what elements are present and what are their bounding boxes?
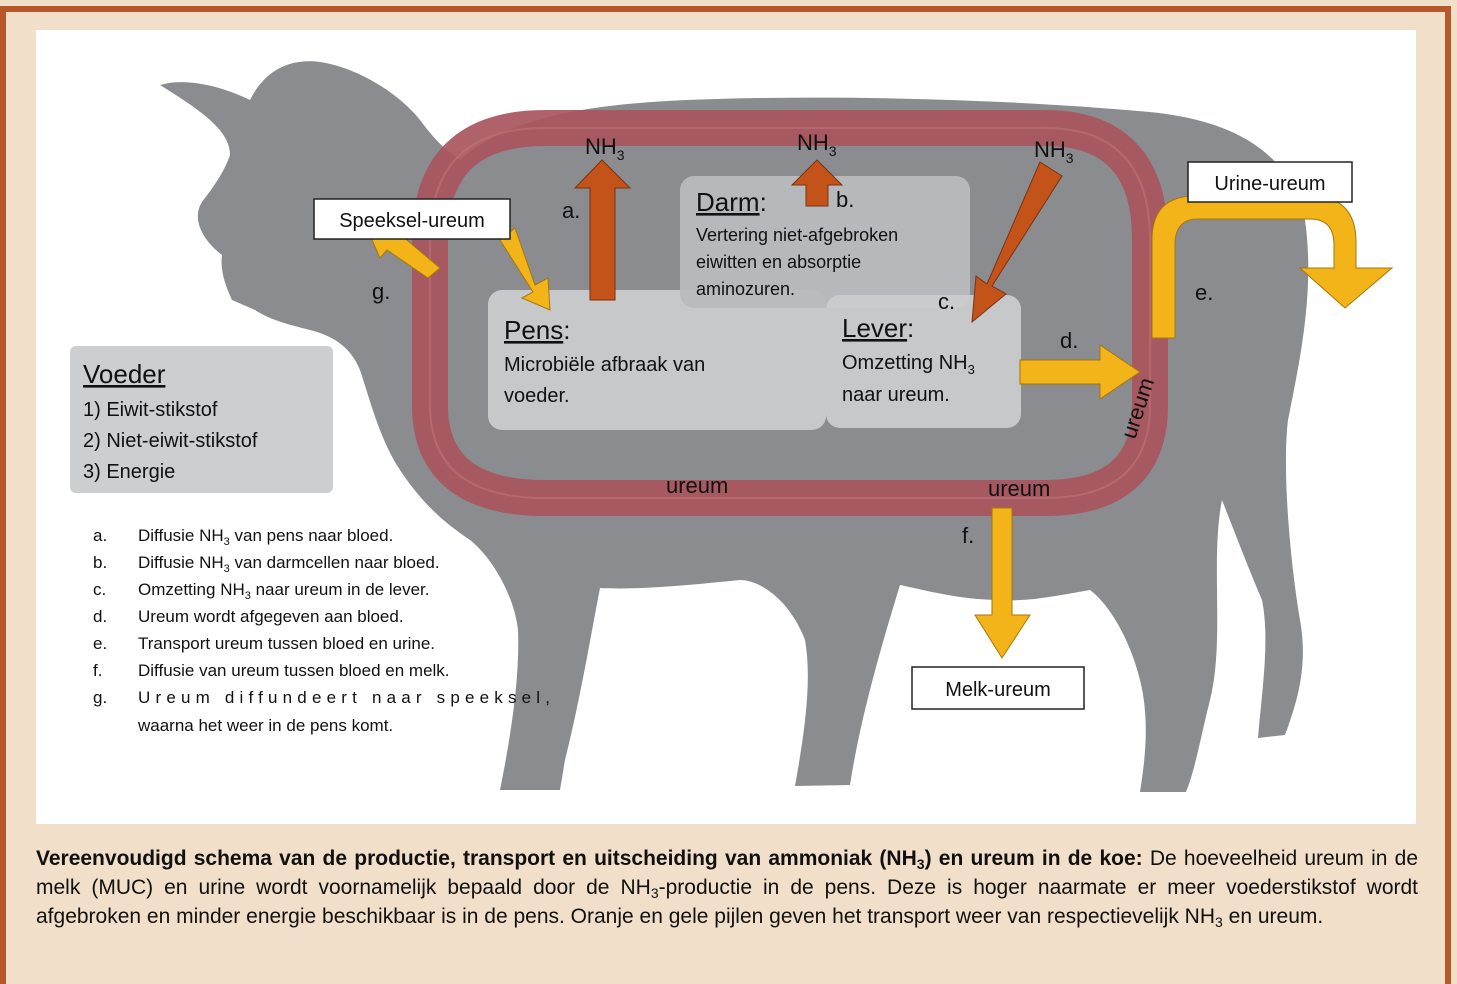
legend-item: waarna het weer in de pens komt. bbox=[137, 716, 393, 735]
letter-c: c. bbox=[938, 289, 955, 314]
svg-text:c.: c. bbox=[93, 580, 106, 599]
svg-text:Omzetting NH3 naar ureum in de: Omzetting NH3 naar ureum in de lever. bbox=[138, 580, 429, 602]
svg-text:Ureum diffundeert naar speekse: Ureum diffundeert naar speeksel, bbox=[138, 688, 550, 707]
svg-text:3) Energie: 3) Energie bbox=[83, 461, 175, 483]
urine-ureum-label: Urine-ureum bbox=[1188, 162, 1352, 202]
legend-item: d. Ureum wordt afgegeven aan bloed. bbox=[93, 607, 404, 626]
legend-item: f. Diffusie van ureum tussen bloed en me… bbox=[93, 661, 450, 680]
ureum-bottom-label: ureum bbox=[666, 473, 728, 498]
svg-text:f.: f. bbox=[93, 661, 102, 680]
legend-item: g. Ureum diffundeert naar speeksel, bbox=[93, 688, 550, 707]
svg-text:Voeder: Voeder bbox=[83, 359, 166, 389]
letter-f: f. bbox=[962, 523, 974, 548]
svg-text:Pens:: Pens: bbox=[504, 315, 571, 345]
svg-text:Vertering niet-afgebroken: Vertering niet-afgebroken bbox=[696, 225, 898, 245]
svg-text:Ureum wordt afgegeven aan bloe: Ureum wordt afgegeven aan bloed. bbox=[138, 607, 404, 626]
figure-caption: Vereenvoudigd schema van de productie, t… bbox=[36, 844, 1418, 931]
svg-text:Darm:: Darm: bbox=[696, 187, 767, 217]
svg-text:Diffusie van ureum tussen bloe: Diffusie van ureum tussen bloed en melk. bbox=[138, 661, 450, 680]
melk-ureum-label: Melk-ureum bbox=[912, 667, 1084, 709]
svg-text:aminozuren.: aminozuren. bbox=[696, 279, 795, 299]
svg-text:naar ureum.: naar ureum. bbox=[842, 384, 950, 406]
letter-e: e. bbox=[1195, 280, 1213, 305]
svg-text:Urine-ureum: Urine-ureum bbox=[1214, 173, 1325, 195]
svg-text:b.: b. bbox=[93, 553, 107, 572]
svg-text:eiwitten en absorptie: eiwitten en absorptie bbox=[696, 252, 861, 272]
svg-text:Microbiële afbraak van: Microbiële afbraak van bbox=[504, 354, 705, 376]
svg-text:voeder.: voeder. bbox=[504, 385, 570, 407]
svg-text:2) Niet-eiwit-stikstof: 2) Niet-eiwit-stikstof bbox=[83, 430, 258, 452]
letter-b: b. bbox=[836, 187, 854, 212]
svg-text:1) Eiwit-stikstof: 1) Eiwit-stikstof bbox=[83, 399, 218, 421]
svg-text:e.: e. bbox=[93, 634, 107, 653]
svg-text:Speeksel-ureum: Speeksel-ureum bbox=[339, 210, 485, 232]
letter-a: a. bbox=[562, 198, 580, 223]
legend: a. Diffusie NH3 van pens naar bloed. b. … bbox=[93, 526, 550, 735]
svg-text:Diffusie NH3 van darmcellen na: Diffusie NH3 van darmcellen naar bloed. bbox=[138, 553, 440, 575]
letter-g: g. bbox=[372, 279, 390, 304]
letter-d: d. bbox=[1060, 328, 1078, 353]
svg-text:waarna het weer in de pens kom: waarna het weer in de pens komt. bbox=[137, 716, 393, 735]
svg-text:Omzetting NH3: Omzetting NH3 bbox=[842, 352, 975, 377]
svg-text:d.: d. bbox=[93, 607, 107, 626]
svg-text:Melk-ureum: Melk-ureum bbox=[945, 679, 1051, 701]
legend-item: a. Diffusie NH3 van pens naar bloed. bbox=[93, 526, 393, 548]
legend-item: e. Transport ureum tussen bloed en urine… bbox=[93, 634, 435, 653]
svg-text:g.: g. bbox=[93, 688, 107, 707]
svg-text:Lever:: Lever: bbox=[842, 313, 914, 343]
ureum-right-label: ureum bbox=[988, 476, 1050, 501]
legend-item: c. Omzetting NH3 naar ureum in de lever. bbox=[93, 580, 429, 602]
svg-text:a.: a. bbox=[93, 526, 107, 545]
svg-text:Transport ureum tussen bloed e: Transport ureum tussen bloed en urine. bbox=[138, 634, 435, 653]
speeksel-ureum-label: Speeksel-ureum bbox=[314, 199, 510, 239]
caption-title: Vereenvoudigd schema van de productie, t… bbox=[36, 847, 1143, 870]
svg-text:Diffusie NH3 van pens naar blo: Diffusie NH3 van pens naar bloed. bbox=[138, 526, 393, 548]
legend-item: b. Diffusie NH3 van darmcellen naar bloe… bbox=[93, 553, 440, 575]
pens-title: Pens bbox=[504, 315, 563, 345]
